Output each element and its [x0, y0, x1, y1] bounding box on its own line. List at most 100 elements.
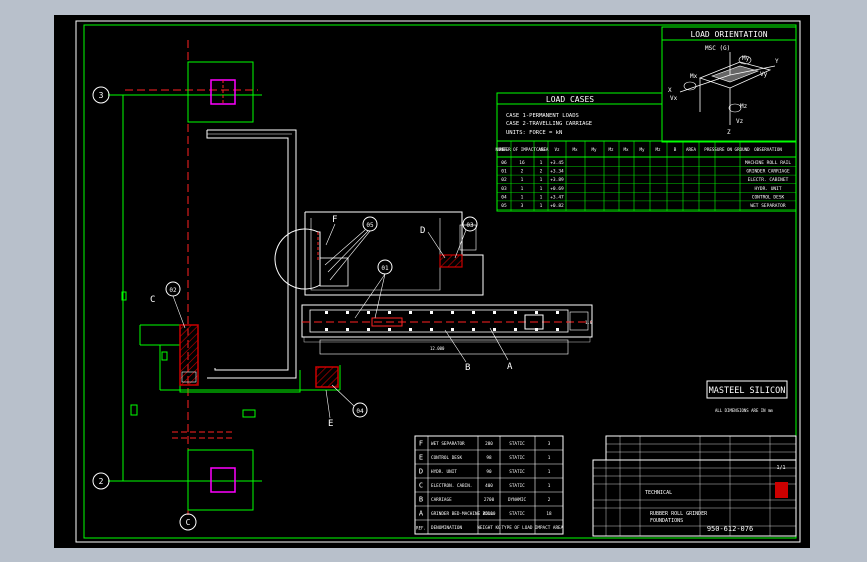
- equipment-key: REF.: [416, 526, 426, 531]
- load-case-cell-ref: 06: [501, 160, 507, 166]
- load-case-cell-ref: 05: [501, 203, 507, 209]
- title-block-title-2: RUBBER ROLL GRINDER: [650, 511, 708, 517]
- load-case-cell-case: 1: [540, 203, 543, 209]
- load-case-cell-obs: MACHINE ROLL RAIL: [745, 160, 791, 166]
- dimension-note: ALL DIMENSIONS ARE IN mm: [715, 408, 773, 413]
- load-case-header: Mx: [623, 147, 629, 152]
- equipment-weight: 25100: [483, 511, 496, 517]
- svg-text:X: X: [668, 87, 672, 94]
- load-case-header: CASE: [536, 147, 547, 152]
- load-case-header: Mz: [655, 147, 661, 152]
- load-case-cell-vz: +0.69: [550, 186, 564, 192]
- footing-bottom: [187, 449, 254, 511]
- equipment-weight: 400: [485, 483, 493, 489]
- load-cases-table: LOAD CASES CASE 1-PERMANENT LOADS CASE 2…: [496, 92, 797, 212]
- equipment-qty: 1: [548, 469, 551, 475]
- equipment-qty: 18: [546, 511, 552, 517]
- load-case-header: AREA: [686, 147, 697, 152]
- load-case-cell-vz: +3.45: [550, 160, 564, 166]
- footing-top: [187, 61, 254, 123]
- equipment-weight: 98: [486, 455, 492, 461]
- load-case-cell-ref: 02: [501, 177, 507, 183]
- equipment-load-type: DYNAMIC: [508, 497, 527, 503]
- svg-text:MSC (G): MSC (G): [705, 45, 730, 52]
- equipment-name: ELECTRON. CABIN.: [431, 483, 472, 489]
- equipment-key: B: [419, 496, 423, 504]
- load-cases-line-2: CASE 2-TRAVELLING CARRIAGE: [506, 121, 592, 127]
- svg-text:Z: Z: [727, 129, 731, 136]
- load-case-header: Mx: [572, 147, 578, 152]
- equipment-key: D: [419, 468, 423, 476]
- inner-frame: [83, 24, 797, 539]
- load-case-cell-case: 1: [540, 194, 543, 200]
- equipment-name: DENOMINATION: [431, 525, 462, 531]
- load-case-cell-case: 1: [540, 177, 543, 183]
- load-case-cell-obs: HYDR. UNIT: [754, 186, 781, 192]
- load-case-header: My: [591, 147, 597, 152]
- load-case-cell-num: 1: [521, 177, 524, 183]
- svg-text:Vz: Vz: [736, 118, 744, 125]
- load-case-header: Mz: [608, 147, 614, 152]
- load-case-header: PRESSURE ON GROUND: [704, 147, 750, 152]
- plan-view: 3 2 C: [92, 40, 593, 531]
- dimension-length: 12.000: [430, 346, 445, 351]
- load-case-cell-obs: GRINDER CARRIAGE: [746, 169, 790, 175]
- load-case-header: OBSERVATION: [754, 147, 782, 152]
- callout-05: 05: [366, 222, 374, 229]
- equipment-name: CONTROL DESK: [431, 455, 462, 461]
- letter-c: C: [150, 295, 155, 305]
- equipment-weight: 2700: [484, 497, 495, 503]
- load-case-cell-num: 3: [521, 203, 524, 209]
- equipment-weight: 90: [486, 469, 492, 475]
- sheet-ref: 1/1: [776, 465, 785, 471]
- equipment-name: CARRIAGE: [431, 497, 452, 503]
- equipment-load-type: STATIC: [509, 511, 525, 517]
- equipment-weight: 280: [485, 441, 493, 447]
- load-case-cell-ref: 03: [501, 186, 507, 192]
- letter-e: E: [328, 419, 333, 429]
- load-cases-line-1: CASE 1-PERMANENT LOADS: [506, 113, 579, 119]
- load-case-header: B: [674, 147, 677, 152]
- svg-text:My: My: [742, 55, 750, 62]
- dimension-small: 1.0: [585, 320, 593, 325]
- revision-stamp: [775, 482, 788, 498]
- load-case-cell-obs: WET SEPARATOR: [750, 203, 786, 209]
- svg-text:Mz: Mz: [740, 103, 748, 110]
- load-case-cell-case: 1: [540, 186, 543, 192]
- load-cases-title: LOAD CASES: [546, 95, 594, 104]
- equipment-qty: IMPACT AREA: [535, 525, 564, 531]
- load-case-cell-vz: +0.82: [550, 203, 564, 209]
- load-case-cell-vz: +3.47: [550, 194, 564, 200]
- load-case-cell-num: 1: [521, 186, 524, 192]
- svg-text:Vy: Vy: [760, 71, 768, 78]
- load-case-cell-obs: ELECTR. CABINET: [748, 177, 789, 183]
- svg-text:Vx: Vx: [670, 95, 678, 102]
- load-case-cell-case: 2: [540, 169, 543, 175]
- load-cases-line-3: UNITS: FORCE = kN: [506, 130, 562, 136]
- load-case-cell-num: 2: [521, 169, 524, 175]
- equipment-qty: 1: [548, 455, 551, 461]
- equipment-load-type: STATIC: [509, 483, 525, 489]
- load-case-cell-vz: +3.34: [550, 169, 564, 175]
- load-case-cell-num: 1: [521, 194, 524, 200]
- equipment-load-type: STATIC: [509, 441, 525, 447]
- letter-a: A: [507, 362, 513, 372]
- load-case-cell-ref: 04: [501, 194, 507, 200]
- equipment-key: C: [419, 482, 423, 490]
- svg-text:Y: Y: [775, 58, 779, 65]
- equipment-load-type: TYPE OF LOAD: [501, 525, 532, 531]
- grid-label-c: C: [186, 518, 191, 527]
- letter-d: D: [420, 226, 425, 236]
- brand-box: MASTEEL SILICON ALL DIMENSIONS ARE IN mm: [706, 380, 788, 413]
- equipment-load-type: STATIC: [509, 455, 525, 461]
- title-block-company: TECHNICAL: [645, 490, 672, 496]
